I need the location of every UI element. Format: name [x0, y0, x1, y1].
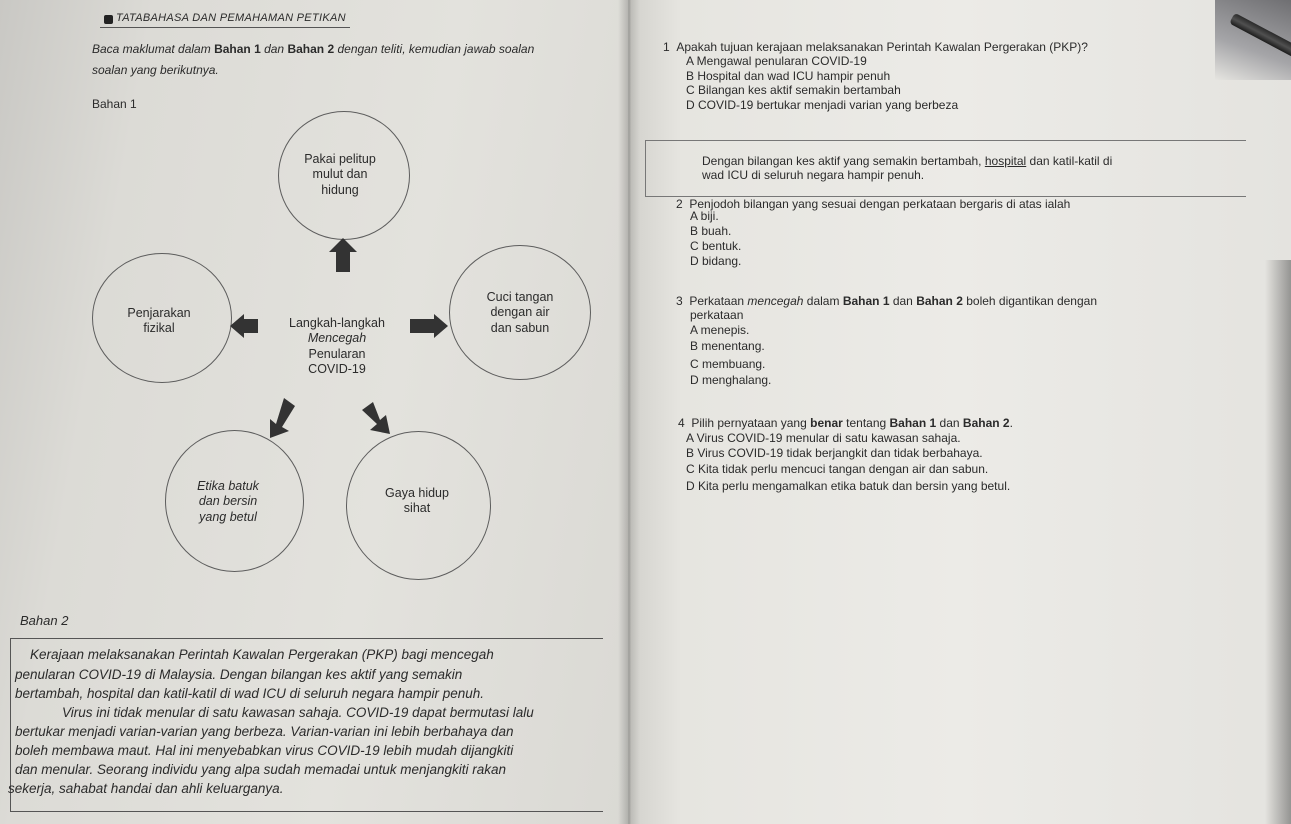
passage-line: boleh membawa maut. Hal ini menyebabkan … [15, 743, 514, 758]
passage-line: dan menular. Seorang individu yang alpa … [15, 762, 507, 777]
q4-option-d[interactable]: D Kita perlu mengamalkan etika batuk dan… [686, 479, 1011, 493]
page-edge-shadow [1265, 260, 1291, 824]
q4-option-b[interactable]: B Virus COVID-19 tidak berjangkit dan ti… [686, 446, 983, 460]
question-3-line-2: perkataan [690, 308, 744, 322]
question-3: 3 Perkataan mencegah dalam Bahan 1 dan B… [676, 294, 1098, 308]
arrow-left [230, 314, 258, 338]
arrow-up [329, 238, 357, 272]
bahan1-label: Bahan 1 [92, 97, 137, 111]
book-spine [618, 0, 640, 824]
q1-option-d[interactable]: D COVID-19 bertukar menjadi varian yang … [686, 98, 959, 112]
q1-option-c[interactable]: C Bilangan kes aktif semakin bertambah [686, 83, 901, 97]
right-page [628, 0, 1291, 824]
question-1: 1 Apakah tujuan kerajaan melaksanakan Pe… [663, 40, 1088, 54]
sentence-box-line-2: wad ICU di seluruh negara hampir penuh. [702, 168, 925, 182]
q4-option-c[interactable]: C Kita tidak perlu mencuci tangan dengan… [686, 462, 989, 476]
q2-option-c[interactable]: C bentuk. [690, 239, 742, 253]
node-circle-left [92, 253, 232, 383]
bahan2-passage-box [10, 638, 603, 812]
passage-line: bertukar menjadi varian-varian yang berb… [15, 724, 514, 739]
question-4: 4 Pilih pernyataan yang benar tentang Ba… [678, 416, 1013, 430]
q2-option-b[interactable]: B buah. [690, 224, 732, 238]
arrow-down-left [270, 398, 295, 438]
q3-option-b[interactable]: B menentang. [690, 339, 765, 353]
instruction-line-1: Baca maklumat dalam Bahan 1 dan Bahan 2 … [92, 42, 535, 56]
arrow-right [410, 314, 448, 338]
passage-line: bertambah, hospital dan katil-katil di w… [15, 686, 485, 701]
arrow-down-right [362, 402, 390, 434]
q1-option-a[interactable]: A Mengawal penularan COVID-19 [686, 54, 867, 68]
node-circle-bottom-left [165, 430, 304, 572]
header-underline [100, 27, 350, 28]
q2-option-a[interactable]: A biji. [690, 209, 719, 223]
q3-option-d[interactable]: D menghalang. [690, 373, 772, 387]
bahan2-label: Bahan 2 [20, 613, 69, 628]
q2-option-d[interactable]: D bidang. [690, 254, 742, 268]
sentence-box-line-1: Dengan bilangan kes aktif yang semakin b… [702, 154, 1113, 168]
diagram-center-text: Langkah-langkah Mencegah Penularan COVID… [289, 316, 385, 376]
node-circle-right [449, 245, 591, 380]
diagram-arrows [230, 238, 448, 438]
section-marker-icon [104, 15, 113, 24]
passage-line: penularan COVID-19 di Malaysia. Dengan b… [15, 667, 463, 682]
q4-option-a[interactable]: A Virus COVID-19 menular di satu kawasan… [686, 431, 961, 445]
question-2: 2 Penjodoh bilangan yang sesuai dengan p… [676, 197, 1071, 211]
passage-line: sekerja, sahabat handai dan ahli keluarg… [8, 781, 284, 796]
section-header: TATABAHASA DAN PEMAHAMAN PETIKAN [116, 12, 346, 24]
q3-option-a[interactable]: A menepis. [690, 323, 750, 337]
sentence-box [645, 140, 1246, 197]
node-circle-bottom-right [346, 431, 491, 580]
instruction-line-2: soalan yang berikutnya. [92, 63, 219, 77]
q3-option-c[interactable]: C membuang. [690, 357, 766, 371]
passage-line: Kerajaan melaksanakan Perintah Kawalan P… [30, 647, 494, 662]
passage-line: Virus ini tidak menular di satu kawasan … [62, 705, 534, 720]
q1-option-b[interactable]: B Hospital dan wad ICU hampir penuh [686, 69, 891, 83]
